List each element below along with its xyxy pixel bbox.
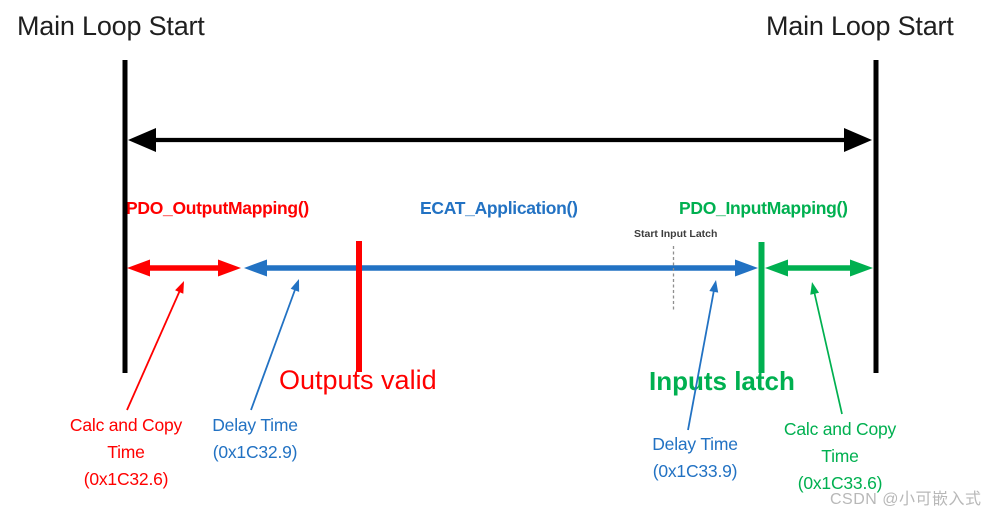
input-mapping-arrowhead-left-icon <box>765 259 788 277</box>
output-mapping-arrowhead-left-icon <box>127 259 150 277</box>
delay-time-output-note: Delay Time (0x1C32.9) <box>192 412 318 466</box>
application-arrowhead-left-icon <box>244 259 267 277</box>
delay-input-line2: (0x1C33.9) <box>652 461 738 481</box>
pdo-input-mapping-label: PDO_InputMapping() <box>679 198 848 218</box>
pdo-output-mapping-label: PDO_OutputMapping() <box>126 198 309 218</box>
delay-time-input-note: Delay Time (0x1C33.9) <box>632 431 758 485</box>
calc-copy-input-line3: (0x1C33.6) <box>797 473 883 493</box>
input-mapping-arrowhead-right-icon <box>850 259 873 277</box>
application-arrowhead-right-icon <box>735 259 758 277</box>
calc-copy-input-line1: Calc and Copy <box>783 419 897 439</box>
calc-copy-output-pointer-line <box>126 287 182 411</box>
inputs-latch-label: Inputs latch <box>649 366 795 396</box>
calc-copy-time-input-note: Calc and Copy Time (0x1C33.6) <box>764 416 916 497</box>
calc-copy-output-line2: Time <box>107 442 145 462</box>
delay-input-pointer-arrowhead-icon <box>709 280 719 293</box>
outputs-valid-label: Outputs valid <box>279 365 437 395</box>
calc-copy-time-output-note: Calc and Copy Time (0x1C32.6) <box>50 412 202 493</box>
delay-output-line2: (0x1C32.9) <box>212 442 298 462</box>
calc-copy-output-line3: (0x1C32.6) <box>83 469 169 489</box>
delay-output-pointer-arrowhead-icon <box>290 279 300 292</box>
delay-input-line1: Delay Time <box>652 434 738 454</box>
main-loop-start-label-right: Main Loop Start <box>766 11 954 41</box>
calc-copy-input-pointer-arrowhead-icon <box>810 282 820 295</box>
ecat-application-label: ECAT_Application() <box>420 198 578 218</box>
delay-output-line1: Delay Time <box>212 415 298 435</box>
csdn-watermark: CSDN @小可嵌入式 <box>830 491 982 508</box>
calc-copy-output-line1: Calc and Copy <box>69 415 183 435</box>
delay-input-pointer-line <box>687 289 715 431</box>
calc-copy-output-pointer-arrowhead-icon <box>175 281 184 294</box>
start-input-latch-label: Start Input Latch <box>634 228 718 240</box>
calc-copy-input-line2: Time <box>821 446 859 466</box>
main-loop-start-label-left: Main Loop Start <box>17 11 205 41</box>
cycle-span-arrowhead-left-icon <box>128 128 156 152</box>
calc-copy-input-pointer-line <box>813 290 843 415</box>
output-mapping-arrowhead-right-icon <box>218 259 241 277</box>
cycle-span-arrowhead-right-icon <box>844 128 872 152</box>
